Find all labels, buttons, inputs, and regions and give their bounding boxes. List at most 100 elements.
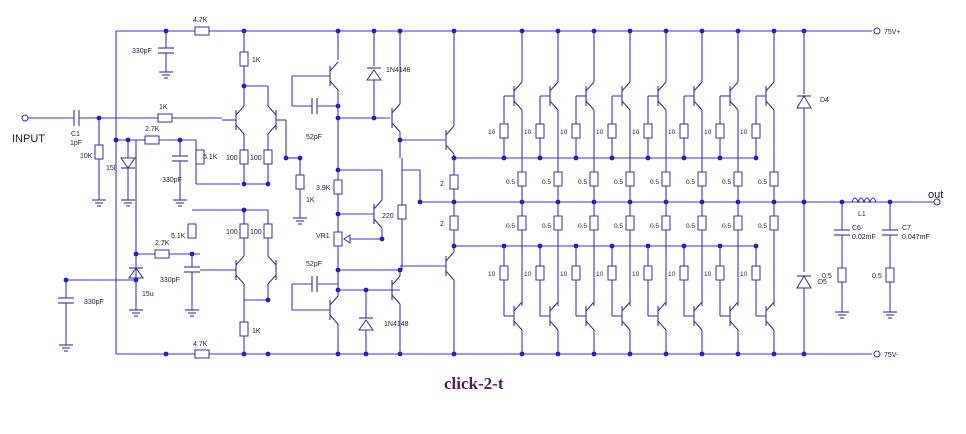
output-top-base-resistor — [535, 123, 545, 139]
output-bottom-emitter-resistor — [589, 215, 599, 231]
junction-dot — [133, 277, 139, 283]
junction-dot — [335, 211, 341, 217]
r51k-top-label: 5.1K — [203, 154, 218, 161]
output-bottom-emitter-resistor — [733, 215, 743, 231]
l1-label: L1 — [858, 211, 866, 218]
junction-dot — [663, 199, 669, 205]
output-top-base-resistor — [715, 123, 725, 139]
differential-stage: 1K 100 100 100 100 — [192, 31, 315, 354]
junction-dot — [609, 155, 615, 161]
output-top-transistor-emitter — [585, 100, 595, 111]
output-bottom-emitter-resistor-label: 0.5 — [542, 223, 551, 230]
output-top-emitter-resistor — [625, 171, 635, 187]
junction-dot — [663, 351, 669, 357]
r27k-bottom-label: 2.7K — [155, 240, 170, 247]
c330-top-label: 330pF — [132, 48, 152, 55]
output-bottom-emitter-resistor — [625, 215, 635, 231]
junction-dot — [335, 28, 341, 34]
junction-dot — [801, 28, 807, 34]
output-bottom-transistor-collector — [657, 320, 667, 331]
junction-dot — [371, 28, 377, 34]
c7-label: C7 — [902, 225, 911, 232]
output-top-base-resistor-label: 10 — [668, 129, 676, 136]
output-bottom-base-resistor-label: 10 — [488, 271, 496, 278]
output-bottom-emitter-resistor-label: 0.5 — [614, 223, 623, 230]
d4-label: D4 — [820, 97, 829, 104]
output-bottom-base-resistor-label: 10 — [704, 271, 712, 278]
output-bottom-transistor-emitter — [693, 301, 703, 312]
output-bottom-base-resistor — [643, 265, 653, 281]
zener-top-label: 15l — [106, 165, 116, 172]
output-bottom-emitter-resistor — [697, 215, 707, 231]
junction-dots — [63, 28, 893, 357]
output-top-base-resistor-label: 10 — [524, 129, 532, 136]
c52-bottom-label: 52pF — [306, 261, 322, 268]
output-top-emitter-resistor-label: 0.5 — [542, 179, 551, 186]
r2-top-label: 2 — [440, 181, 444, 188]
junction-dot — [591, 28, 597, 34]
junction-dot — [591, 199, 597, 205]
output-stage: 100.50.510100.50.510100.50.510100.50.510… — [488, 31, 779, 354]
output-label: out — [928, 189, 943, 201]
output-bottom-transistor-collector — [513, 320, 523, 331]
output-bottom-transistor-collector — [585, 320, 595, 331]
junction-dot — [265, 181, 271, 187]
junction-dot — [591, 351, 597, 357]
output-top-base-resistor-label: 10 — [740, 129, 748, 136]
output-top-emitter-resistor — [661, 171, 671, 187]
junction-dot — [699, 28, 705, 34]
output-bottom-base-resistor — [679, 265, 689, 281]
r100-top-a: 100 — [226, 155, 238, 162]
junction-dot — [771, 351, 777, 357]
junction-dot — [133, 251, 139, 257]
output-top-transistor-emitter — [657, 100, 667, 111]
junction-dot — [555, 199, 561, 205]
output-top-base-resistor-label: 10 — [632, 129, 640, 136]
output-top-emitter-resistor — [697, 171, 707, 187]
junction-dot — [519, 351, 525, 357]
junction-dot — [417, 199, 423, 205]
junction-dot — [735, 199, 741, 205]
r1k-vbe-label: 1K — [306, 197, 315, 204]
output-top-base-resistor — [679, 123, 689, 139]
junction-dot — [189, 251, 195, 257]
junction-dot — [501, 243, 507, 249]
c7-value: 0.047mF — [902, 234, 930, 241]
output-top-transistor-collector — [585, 81, 595, 92]
junction-dot — [265, 297, 271, 303]
output-top-base-resistor — [751, 123, 761, 139]
junction-dot — [627, 351, 633, 357]
output-bottom-emitter-resistor-label: 0.5 — [506, 223, 515, 230]
output-top-emitter-resistor-label: 0.5 — [758, 179, 767, 186]
output-bottom-transistor-emitter — [621, 301, 631, 312]
junction-dot — [887, 199, 893, 205]
output-top-base-resistor-label: 10 — [704, 129, 712, 136]
junction-dot — [397, 267, 403, 273]
output-bottom-base-resistor — [499, 265, 509, 281]
junction-dot — [451, 351, 457, 357]
junction-dot — [163, 28, 169, 34]
junction-dot — [379, 236, 385, 242]
r2-bottom-label: 2 — [440, 221, 444, 228]
junction-dot — [627, 199, 633, 205]
r100-top-b: 100 — [250, 155, 262, 162]
junction-dot — [645, 155, 651, 161]
ground-symbols — [59, 71, 897, 352]
output-top-transistor-emitter — [549, 100, 559, 111]
junction-dot — [735, 28, 741, 34]
r47k-bottom-label: 4.7K — [193, 341, 208, 348]
junction-dot — [335, 351, 341, 357]
output-top-transistor-collector — [729, 81, 739, 92]
junction-dot — [451, 28, 457, 34]
junction-dot — [735, 351, 741, 357]
vplus-label: 75V+ — [884, 29, 901, 36]
output-top-transistor-collector — [513, 81, 523, 92]
output-bottom-emitter-resistor-label: 0.5 — [758, 223, 767, 230]
output-top-emitter-resistor-label: 0.5 — [578, 179, 587, 186]
output-top-transistor-collector — [693, 81, 703, 92]
output-top-base-resistor — [571, 123, 581, 139]
junction-dot — [397, 137, 403, 143]
output-bottom-emitter-resistor — [553, 215, 563, 231]
vminus-label: 75V- — [884, 352, 899, 359]
